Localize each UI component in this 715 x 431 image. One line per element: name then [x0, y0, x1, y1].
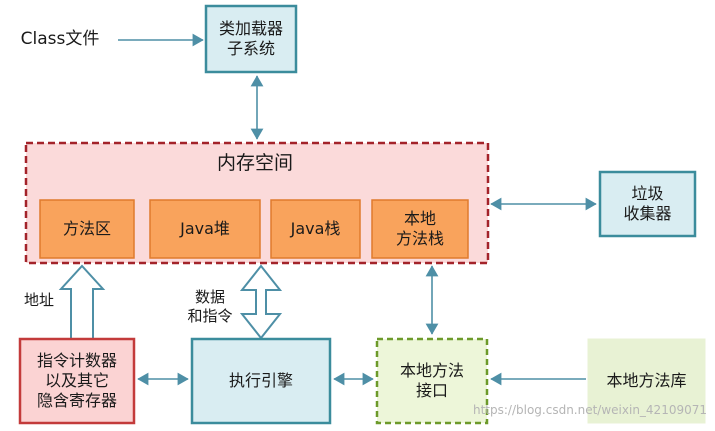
pc-registers-label: 指令计数器 以及其它 隐含寄存器 — [36, 351, 117, 410]
native-library-box — [587, 338, 706, 424]
garbage-collector-box — [598, 170, 697, 238]
address-block-arrow — [58, 264, 106, 340]
garbage-collector-label: 垃圾 收集器 — [623, 184, 672, 223]
class-loader-label: 类加载器 子系统 — [218, 19, 283, 58]
memory-space-title: 内存空间 — [216, 152, 293, 175]
java-heap-label: Java堆 — [180, 219, 230, 238]
data-instructions-label: 数据 和指令 — [187, 288, 233, 325]
class-file-label: Class文件 — [20, 29, 100, 50]
native-interface-label: 本地方法 接口 — [399, 361, 464, 400]
java-stack-box — [270, 199, 361, 259]
java-stack-label: Java栈 — [290, 219, 341, 238]
pc-registers-box — [18, 337, 136, 425]
execution-engine-box — [190, 337, 332, 425]
class-loader-box — [204, 4, 298, 74]
watermark-url: https://blog.csdn.net/weixin_42109071 — [472, 403, 707, 417]
execution-engine-label: 执行引擎 — [228, 371, 293, 390]
data-instructions-block-arrow — [239, 264, 283, 340]
native-interface-box — [375, 337, 489, 425]
method-area-label: 方法区 — [62, 219, 111, 238]
native-method-stack-box — [371, 199, 469, 259]
native-library-label: 本地方法库 — [606, 371, 687, 390]
method-area-box — [39, 199, 135, 259]
native-method-stack-label: 本地 方法栈 — [395, 209, 444, 248]
address-label: 地址 — [23, 290, 54, 309]
java-heap-box — [149, 199, 261, 259]
